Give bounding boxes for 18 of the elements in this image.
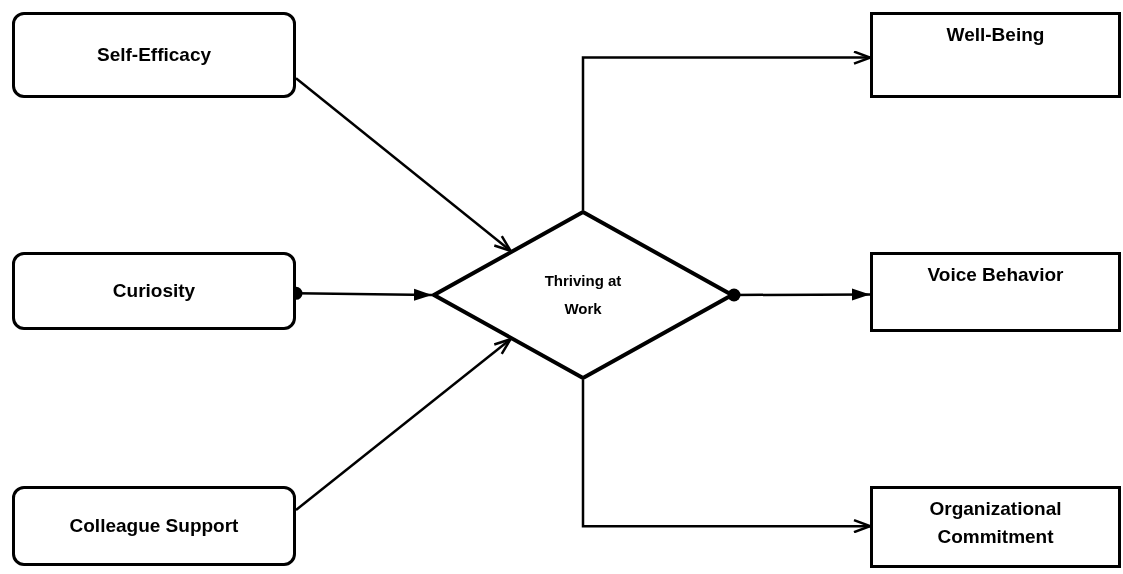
- arrow: [295, 337, 512, 511]
- input-box: [12, 252, 296, 330]
- node-label: Curiosity: [112, 279, 196, 304]
- node-label: Thriving at Work: [543, 270, 623, 319]
- node-label: Colleague Support: [69, 514, 239, 539]
- outcome-box: [870, 252, 1121, 332]
- outcome-box: [870, 12, 1121, 98]
- arrow: [581, 50, 872, 210]
- arrow: [581, 380, 872, 534]
- arrow: [727, 288, 870, 302]
- input-box: [12, 486, 296, 566]
- input-box: [12, 12, 296, 98]
- outcome-box: [870, 486, 1121, 568]
- node-label: Voice Behavior: [927, 263, 1064, 287]
- node-label: Self-Efficacy: [96, 43, 211, 68]
- arrow: [295, 77, 512, 253]
- node-label: Organizational Commitment: [928, 497, 1063, 549]
- node-label: Well-Being: [946, 23, 1045, 47]
